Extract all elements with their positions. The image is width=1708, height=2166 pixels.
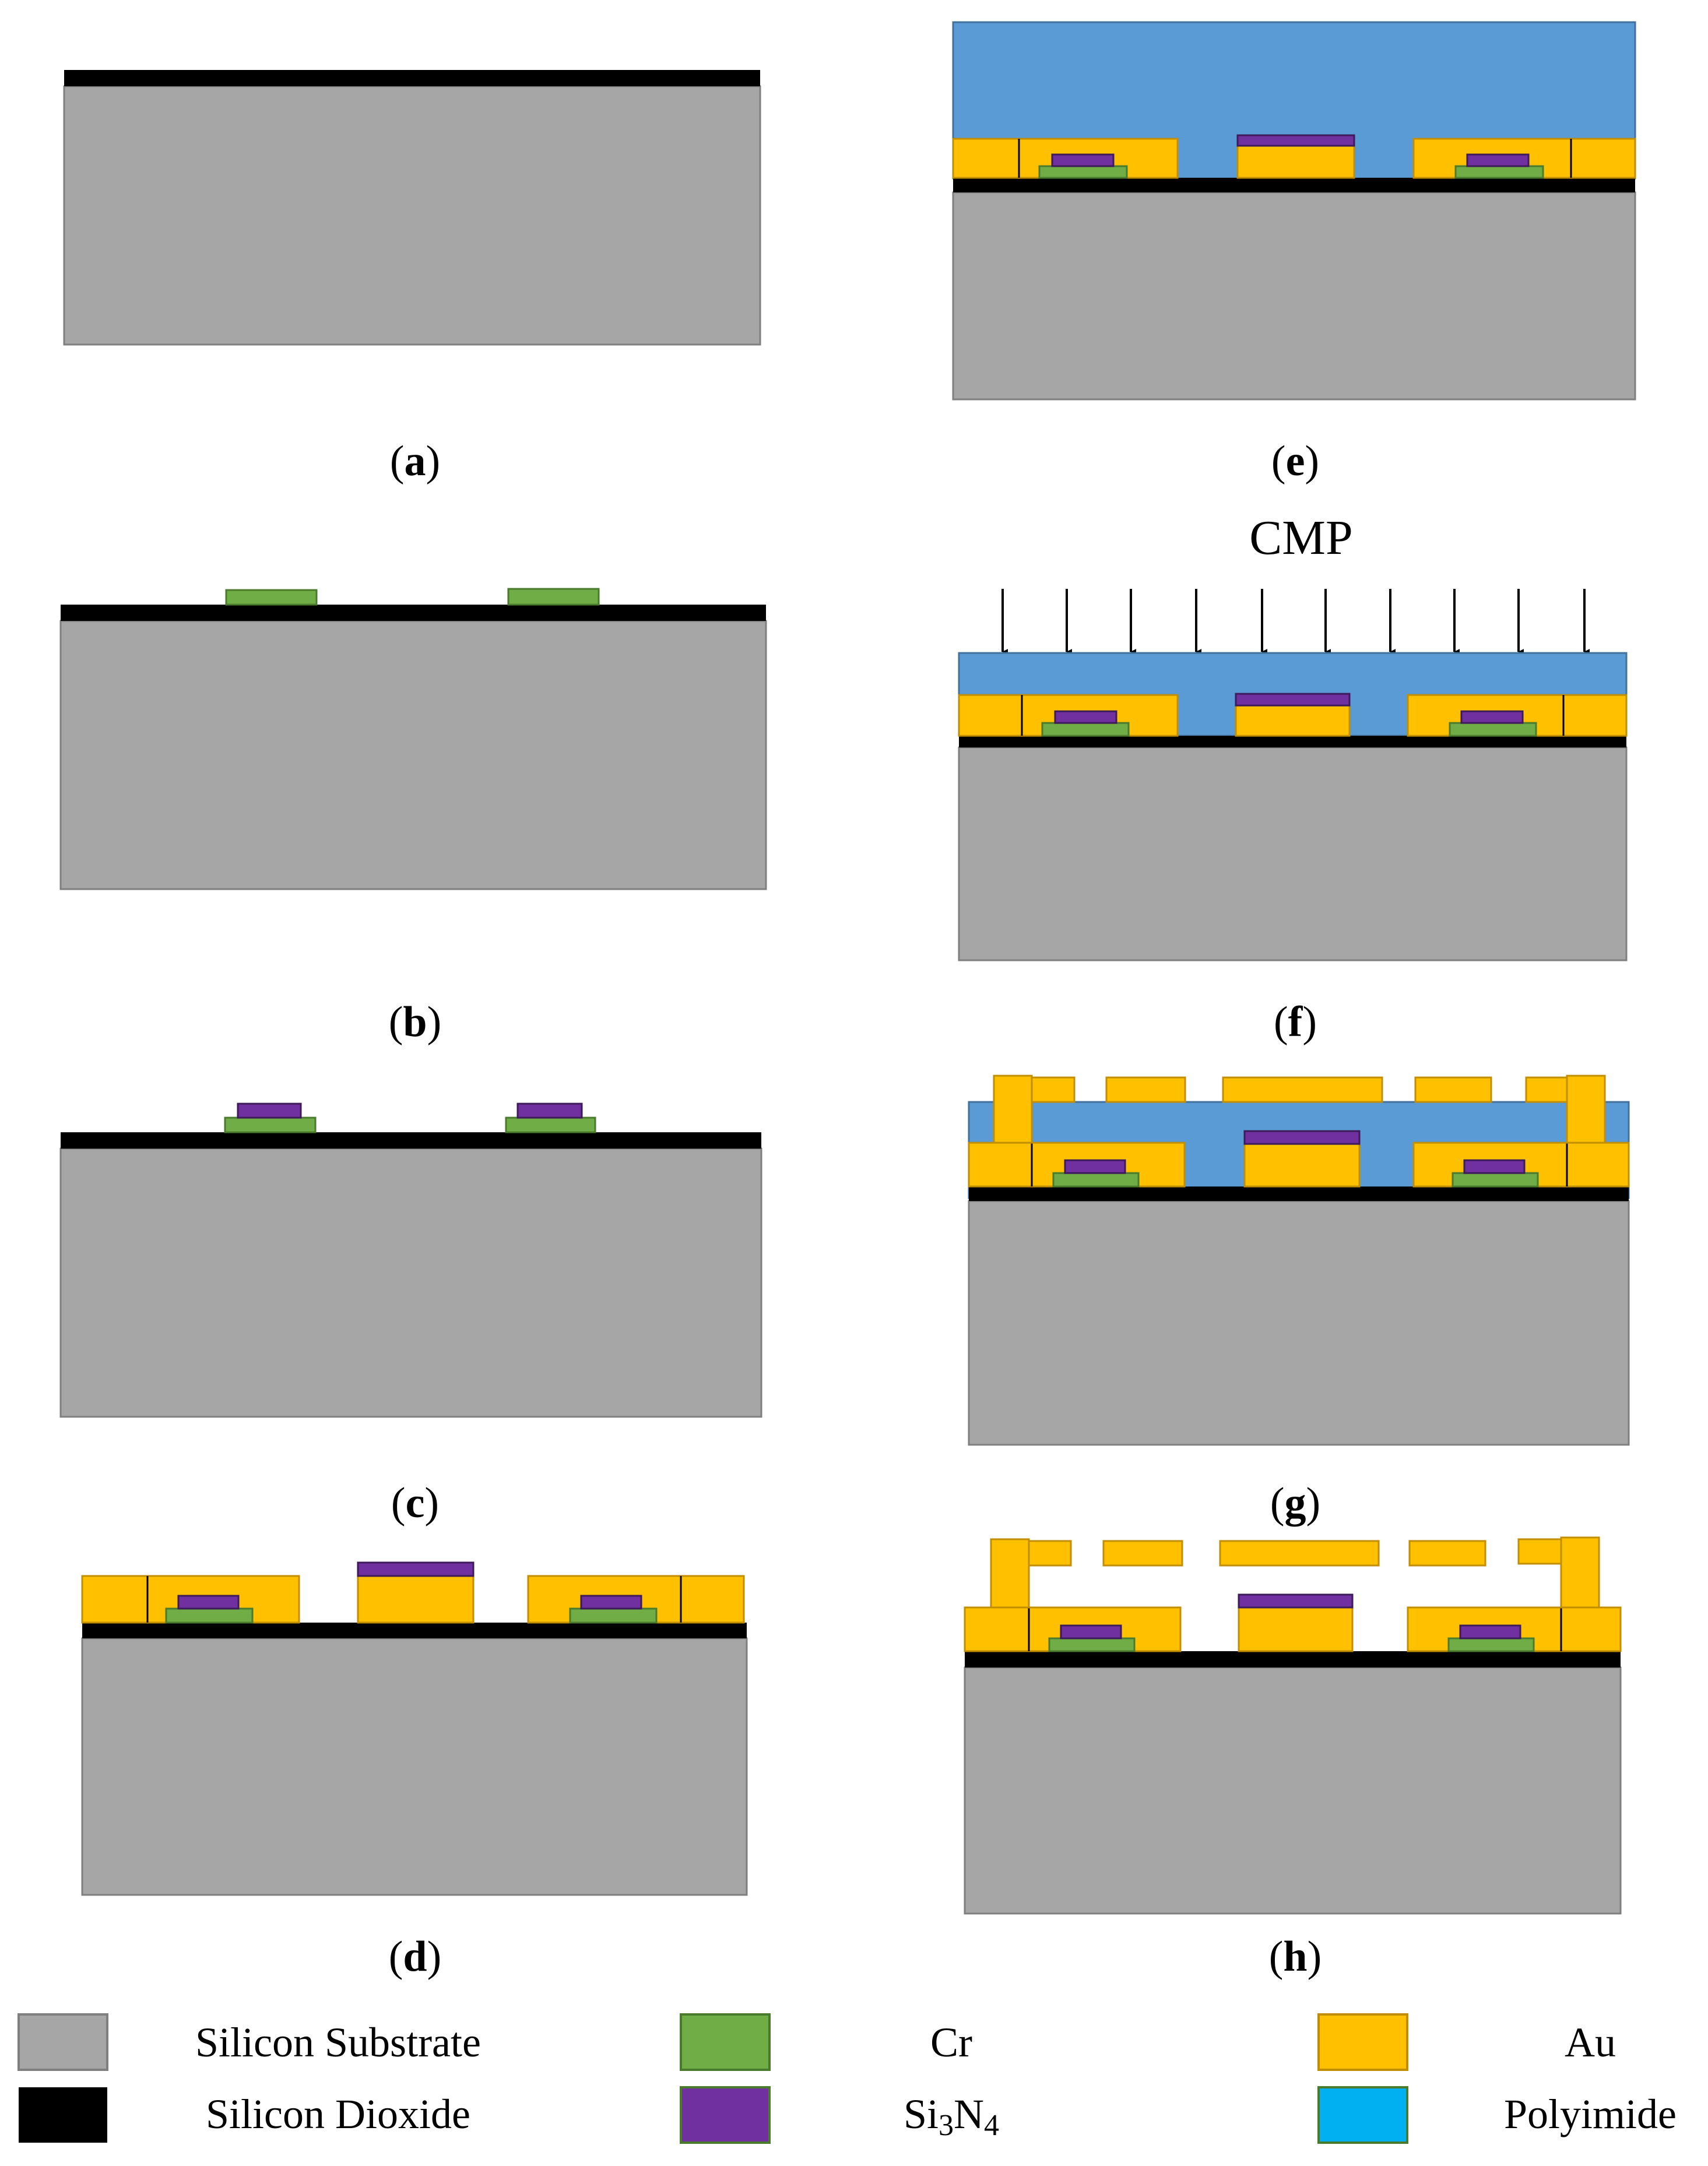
si3n4-pad xyxy=(580,1595,642,1610)
si3n4-pad xyxy=(1054,710,1117,724)
au-swatch xyxy=(1317,2013,1408,2071)
silicon-substrate xyxy=(63,85,761,346)
panel-d-caption: (d) xyxy=(389,1933,441,1981)
cr-pad xyxy=(225,589,318,606)
silicon-substrate xyxy=(59,620,767,890)
si3n4-layer xyxy=(1238,1593,1354,1609)
legend-label-polyimide: Polyimide xyxy=(1504,2091,1677,2137)
si3n4-pad xyxy=(1463,1159,1526,1174)
silicon-dioxide-layer xyxy=(969,1186,1629,1201)
si3n4-swatch xyxy=(680,2086,771,2144)
silicon-substrate xyxy=(81,1637,748,1896)
au-electrode xyxy=(357,1575,475,1624)
cr-pad xyxy=(1038,165,1128,179)
si3n4-pad xyxy=(237,1103,302,1119)
cmp-arrows xyxy=(1001,589,1590,655)
panel-b-caption: (b) xyxy=(389,998,441,1046)
au-bridge-segment xyxy=(1408,1540,1486,1567)
legend-label-cr: Cr xyxy=(930,2019,972,2066)
panel-a xyxy=(63,70,761,346)
si3n4-pad xyxy=(516,1103,583,1119)
si3n4-pad xyxy=(1460,710,1524,724)
au-post xyxy=(990,1538,1030,1609)
au-electrode xyxy=(1235,704,1351,737)
si3n4-layer xyxy=(1235,693,1351,707)
cr-pad xyxy=(1447,1637,1535,1652)
silicon-substrate xyxy=(59,1147,762,1418)
au-post xyxy=(1566,1075,1606,1144)
panel-f xyxy=(958,652,1628,961)
au-arm xyxy=(1525,1076,1569,1103)
cmp-label: CMP xyxy=(1249,511,1352,565)
au-bridge-segment xyxy=(1414,1076,1492,1103)
silicon-substrate xyxy=(964,1666,1622,1915)
au-arm xyxy=(1031,1076,1076,1103)
panel-g xyxy=(968,1075,1630,1446)
cr-swatch xyxy=(680,2013,771,2071)
silicon-dioxide-layer xyxy=(64,70,760,86)
au-bridge-segment xyxy=(1219,1540,1380,1567)
silicon-substrate xyxy=(968,1200,1630,1446)
si3n4-pad xyxy=(1064,1159,1126,1174)
silicon-substrate-swatch xyxy=(17,2013,108,2071)
panel-e-caption: (e) xyxy=(1271,437,1319,485)
silicon-dioxide-swatch xyxy=(19,2087,107,2143)
si3n4-layer xyxy=(1243,1130,1361,1145)
panel-d xyxy=(81,1561,748,1896)
cr-pad xyxy=(1048,1637,1136,1652)
panel-e xyxy=(952,21,1636,401)
si3n4-pad xyxy=(1459,1624,1521,1640)
panel-f-caption: (f) xyxy=(1274,998,1317,1046)
panel-h xyxy=(964,1536,1622,1915)
cr-pad xyxy=(569,1607,658,1624)
au-arm xyxy=(1028,1540,1072,1567)
si3n4-layer xyxy=(357,1561,475,1577)
cr-pad xyxy=(1041,722,1130,737)
legend: Silicon Substrate Cr Au Silicon Dioxide … xyxy=(17,2013,1677,2144)
cr-pad xyxy=(1052,1172,1140,1188)
silicon-substrate xyxy=(958,746,1628,961)
legend-label-si3n4: Si3N4 xyxy=(904,2091,999,2142)
si3n4-pad xyxy=(1466,153,1530,167)
silicon-dioxide-layer xyxy=(61,605,766,621)
si3n4-layer xyxy=(1236,134,1355,147)
panel-h-caption: (h) xyxy=(1269,1933,1322,1981)
panel-b xyxy=(59,588,767,890)
silicon-dioxide-layer xyxy=(953,178,1635,192)
au-arm xyxy=(1517,1538,1562,1565)
si3n4-pad xyxy=(177,1595,240,1610)
silicon-dioxide-layer xyxy=(959,736,1626,747)
au-bridge-segment xyxy=(1222,1076,1383,1103)
au-post xyxy=(1560,1536,1600,1609)
legend-label-au: Au xyxy=(1565,2019,1616,2066)
panel-c xyxy=(59,1103,762,1418)
silicon-dioxide-layer xyxy=(82,1623,747,1638)
au-bridge-segment xyxy=(1102,1540,1183,1567)
legend-label-silicon-substrate: Silicon Substrate xyxy=(195,2019,481,2066)
silicon-substrate xyxy=(952,191,1636,401)
silicon-dioxide-layer xyxy=(61,1132,761,1149)
au-bridge-segment xyxy=(1105,1076,1186,1103)
cr-pad xyxy=(224,1117,317,1133)
si3n4-pad xyxy=(1051,153,1115,167)
au-post xyxy=(993,1075,1033,1144)
cr-pad xyxy=(507,588,600,606)
panel-c-caption: (c) xyxy=(391,1479,439,1527)
cr-pad xyxy=(1449,722,1537,737)
si3n4-pad xyxy=(1060,1624,1122,1640)
au-electrode xyxy=(1243,1143,1361,1188)
panel-g-caption: (g) xyxy=(1270,1479,1320,1527)
au-electrode xyxy=(1236,145,1355,179)
cr-pad xyxy=(165,1607,254,1624)
cr-pad xyxy=(1454,165,1544,179)
cr-pad xyxy=(1452,1172,1539,1188)
cr-pad xyxy=(505,1117,596,1133)
polyimide-swatch xyxy=(1317,2086,1408,2144)
legend-label-silicon-dioxide: Silicon Dioxide xyxy=(206,2091,470,2137)
silicon-dioxide-layer xyxy=(965,1651,1621,1667)
au-electrode xyxy=(1238,1606,1354,1652)
panel-a-caption: (a) xyxy=(390,437,440,485)
